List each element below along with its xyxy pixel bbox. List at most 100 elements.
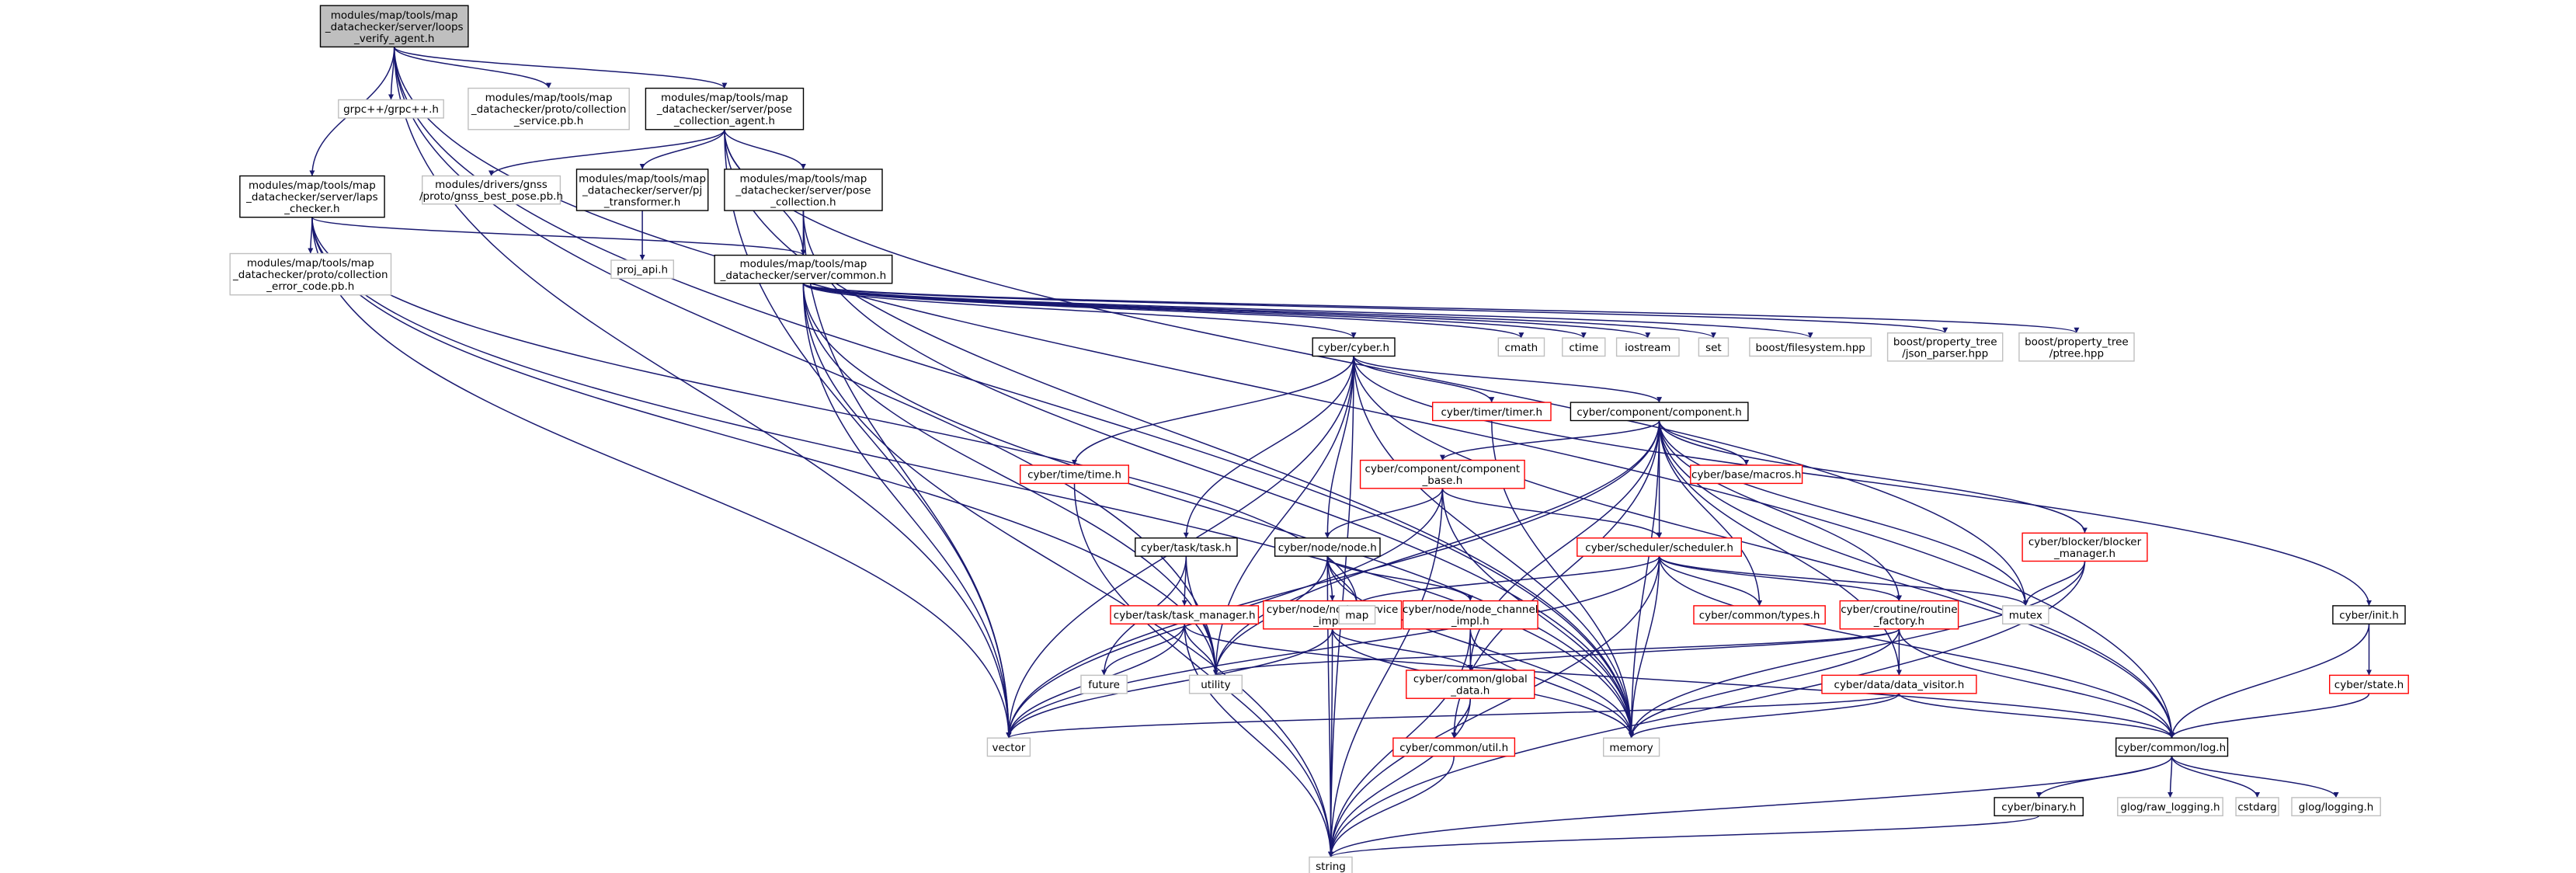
node-common[interactable]: modules/map/tools/map_datachecker/server… (714, 254, 893, 284)
node-datavisitor[interactable]: cyber/data/data_visitor.h (1821, 674, 1977, 694)
edge-nodesvc-to-string (1328, 628, 1334, 857)
node-label-line: glog/raw_logging.h (2120, 802, 2220, 814)
node-utility[interactable]: utility (1188, 674, 1243, 694)
edge-path (1353, 356, 2372, 606)
node-ctime[interactable]: ctime (1562, 337, 1606, 357)
node-bptree[interactable]: boost/property_tree/ptree.hpp (2018, 332, 2135, 362)
node-binary[interactable]: cyber/binary.h (1994, 797, 2084, 817)
node-nodechan[interactable]: cyber/node/node_channel_impl.h (1402, 600, 1538, 630)
node-map[interactable]: map (1338, 605, 1376, 625)
header-nodes: modules/map/tools/map_datachecker/server… (229, 5, 2409, 873)
node-logh[interactable]: cyber/common/log.h (2115, 737, 2229, 757)
node-bjson[interactable]: boost/property_tree/json_parser.hpp (1886, 332, 2004, 362)
node-globaldata[interactable]: cyber/common/global_data.h (1406, 670, 1535, 699)
node-vector[interactable]: vector (986, 737, 1031, 757)
edge-root-to-vector (393, 47, 1012, 739)
edge-path (1006, 693, 1900, 739)
node-glog[interactable]: glog/logging.h (2291, 797, 2381, 817)
node-set[interactable]: set (1698, 337, 1730, 357)
edge-path (724, 129, 2028, 606)
node-macros[interactable]: cyber/base/macros.h (1690, 464, 1803, 485)
node-label-line: _factory.h (1873, 615, 1924, 628)
node-state[interactable]: cyber/state.h (2328, 674, 2409, 694)
node-label-line: _checker.h (283, 203, 339, 215)
edge-path (1328, 488, 1444, 857)
node-label-line: cyber/time/time.h (1027, 469, 1121, 482)
node-compbase[interactable]: cyber/component/component_base.h (1359, 459, 1525, 489)
node-task[interactable]: cyber/task/task.h (1135, 537, 1238, 557)
edge-taskmgr-to-string (1184, 624, 1333, 857)
node-box (610, 259, 675, 280)
edge-path (1658, 420, 2028, 606)
node-routine[interactable]: cyber/croutine/routine_factory.h (1839, 600, 1959, 630)
edge-nodesvc-to-vector (1006, 628, 1333, 739)
edge-common-to-string (802, 283, 1333, 857)
edge-datavisitor-to-memory (1629, 693, 1900, 739)
edge-path (2171, 756, 2261, 798)
edge-path (1353, 356, 1635, 739)
node-projapi[interactable]: proj_api.h (610, 259, 675, 280)
node-cyberh[interactable]: cyber/cyber.h (1312, 337, 1396, 357)
node-string[interactable]: string (1309, 856, 1353, 873)
node-cmath[interactable]: cmath (1497, 337, 1545, 357)
edge-path (802, 283, 1333, 857)
edge-root-to-poseagent (393, 46, 728, 89)
node-cstdarg[interactable]: cstdarg (2235, 797, 2279, 817)
node-box (338, 99, 444, 119)
edge-path (802, 283, 2079, 334)
node-init[interactable]: cyber/init.h (2332, 605, 2406, 625)
node-label-line: _datachecker/proto/collection (471, 103, 627, 116)
node-label-line: modules/map/tools/map (247, 257, 374, 270)
edge-component-to-mutex (1658, 420, 2028, 606)
node-component[interactable]: cyber/component/component.h (1570, 402, 1749, 422)
node-errcode[interactable]: modules/map/tools/map_datachecker/proto/… (229, 252, 392, 296)
node-memory[interactable]: memory (1602, 737, 1660, 757)
node-future[interactable]: future (1080, 674, 1128, 694)
node-root[interactable]: modules/map/tools/map_datachecker/server… (319, 5, 469, 48)
node-grpc[interactable]: grpc++/grpc++.h (338, 99, 444, 119)
edge-component-to-memory (1629, 420, 1660, 739)
edge-logh-to-string (1328, 756, 2173, 857)
node-util[interactable]: cyber/common/util.h (1392, 737, 1516, 757)
node-label-line: set (1705, 342, 1722, 354)
node-posecoll[interactable]: modules/map/tools/map_datachecker/server… (724, 169, 883, 211)
node-bfs[interactable]: boost/filesystem.hpp (1749, 337, 1872, 357)
node-nodesvc[interactable]: cyber/node/node_service_impl.h (1263, 600, 1403, 630)
edge-path (1328, 756, 1455, 857)
edge-path (2169, 624, 2370, 739)
node-nodeh[interactable]: cyber/node/node.h (1274, 537, 1381, 557)
node-box (986, 737, 1031, 757)
edge-taskmgr-to-future (1101, 624, 1185, 676)
node-taskmgr[interactable]: cyber/task/task_manager.h (1110, 605, 1260, 625)
edge-laps-to-utility (311, 217, 1218, 676)
node-gnss[interactable]: modules/drivers/gnss/proto/gnss_best_pos… (419, 175, 563, 205)
node-poseagent[interactable]: modules/map/tools/map_datachecker/server… (645, 87, 805, 130)
node-box (1019, 464, 1129, 485)
node-label-line: modules/map/tools/map (579, 173, 706, 186)
node-laps[interactable]: modules/map/tools/map_datachecker/server… (239, 175, 385, 218)
node-box (1749, 337, 1872, 357)
node-types[interactable]: cyber/common/types.h (1693, 605, 1826, 625)
node-timeh[interactable]: cyber/time/time.h (1019, 464, 1129, 485)
edge-path (1328, 756, 2173, 857)
node-timer[interactable]: cyber/timer/timer.h (1431, 402, 1552, 422)
node-box (1359, 459, 1525, 489)
node-box (1135, 537, 1238, 557)
node-blocker[interactable]: cyber/blocker/blocker_manager.h (2022, 532, 2148, 562)
node-label-line: _datachecker/server/pj (582, 185, 702, 197)
node-rawlog[interactable]: glog/raw_logging.h (2117, 797, 2223, 817)
node-label-line: _impl.h (1451, 615, 1490, 628)
edge-laps-to-memory (311, 217, 1635, 739)
node-label-line: cyber/common/log.h (2118, 742, 2226, 754)
edge-logh-to-rawlog (2168, 756, 2174, 798)
node-iostream[interactable]: iostream (1615, 337, 1680, 357)
edge-poseagent-to-pj (639, 129, 725, 170)
node-label-line: cyber/node/node.h (1278, 541, 1377, 554)
node-pj[interactable]: modules/map/tools/map_datachecker/server… (575, 169, 709, 211)
node-scheduler[interactable]: cyber/scheduler/scheduler.h (1577, 537, 1743, 557)
node-collsvc[interactable]: modules/map/tools/map_datachecker/proto/… (468, 87, 630, 130)
edge-path (1658, 555, 2028, 607)
node-mutex[interactable]: mutex (2001, 605, 2049, 625)
node-label-line: _base.h (1422, 475, 1463, 487)
edge-path (1073, 483, 1333, 857)
